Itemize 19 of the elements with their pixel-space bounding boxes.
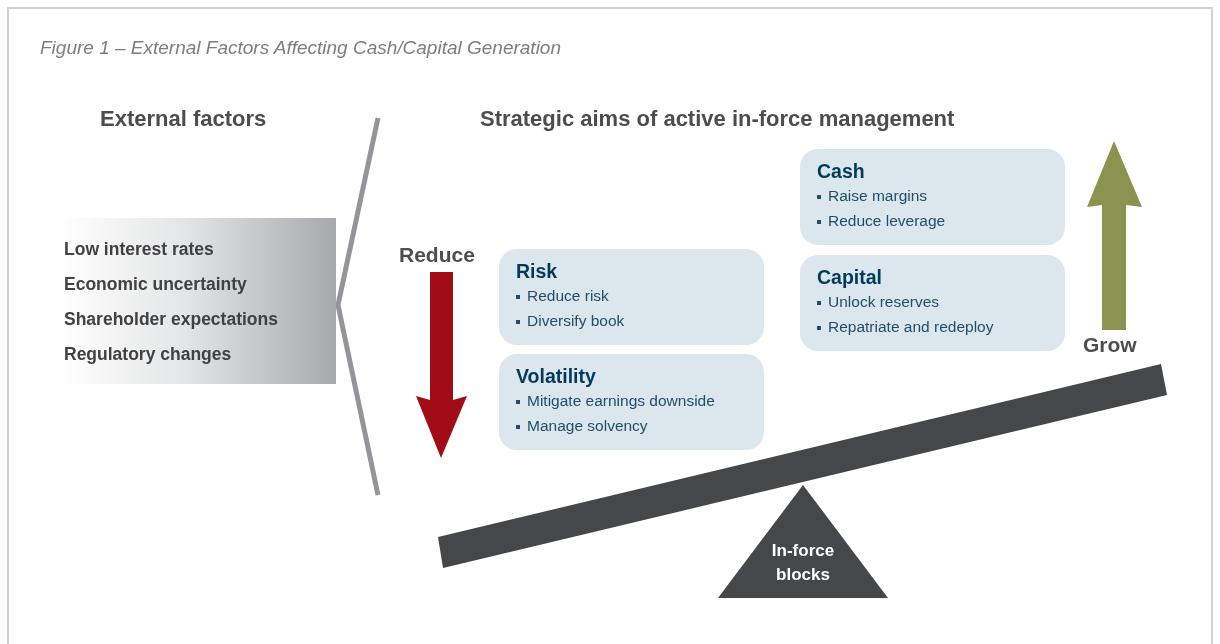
card-heading: Cash	[817, 159, 865, 183]
aim-card	[499, 354, 764, 450]
column-heading: Strategic aims of active in-force management	[480, 106, 955, 132]
fulcrum-label: In-force blocks	[770, 540, 836, 586]
aim-card	[499, 249, 764, 345]
card-heading: Risk	[516, 259, 558, 283]
fulcrum-triangle	[718, 485, 888, 598]
column-heading: External factors	[100, 106, 267, 132]
factor-item: Regulatory changes	[64, 343, 233, 366]
factor-item: Low interest rates	[64, 238, 215, 261]
figure-title: Figure 1 – External Factors Affecting Cash/Capital Generation	[40, 37, 561, 59]
factor-item: Shareholder expectations	[64, 308, 279, 331]
card-heading: Capital	[817, 265, 882, 289]
factor-item: Economic uncertainty	[64, 273, 248, 296]
aim-card	[800, 149, 1065, 245]
card-heading: Volatility	[516, 364, 596, 388]
direction-label: Reduce	[399, 243, 475, 267]
direction-label: Grow	[1083, 333, 1137, 357]
aim-card	[800, 255, 1065, 351]
